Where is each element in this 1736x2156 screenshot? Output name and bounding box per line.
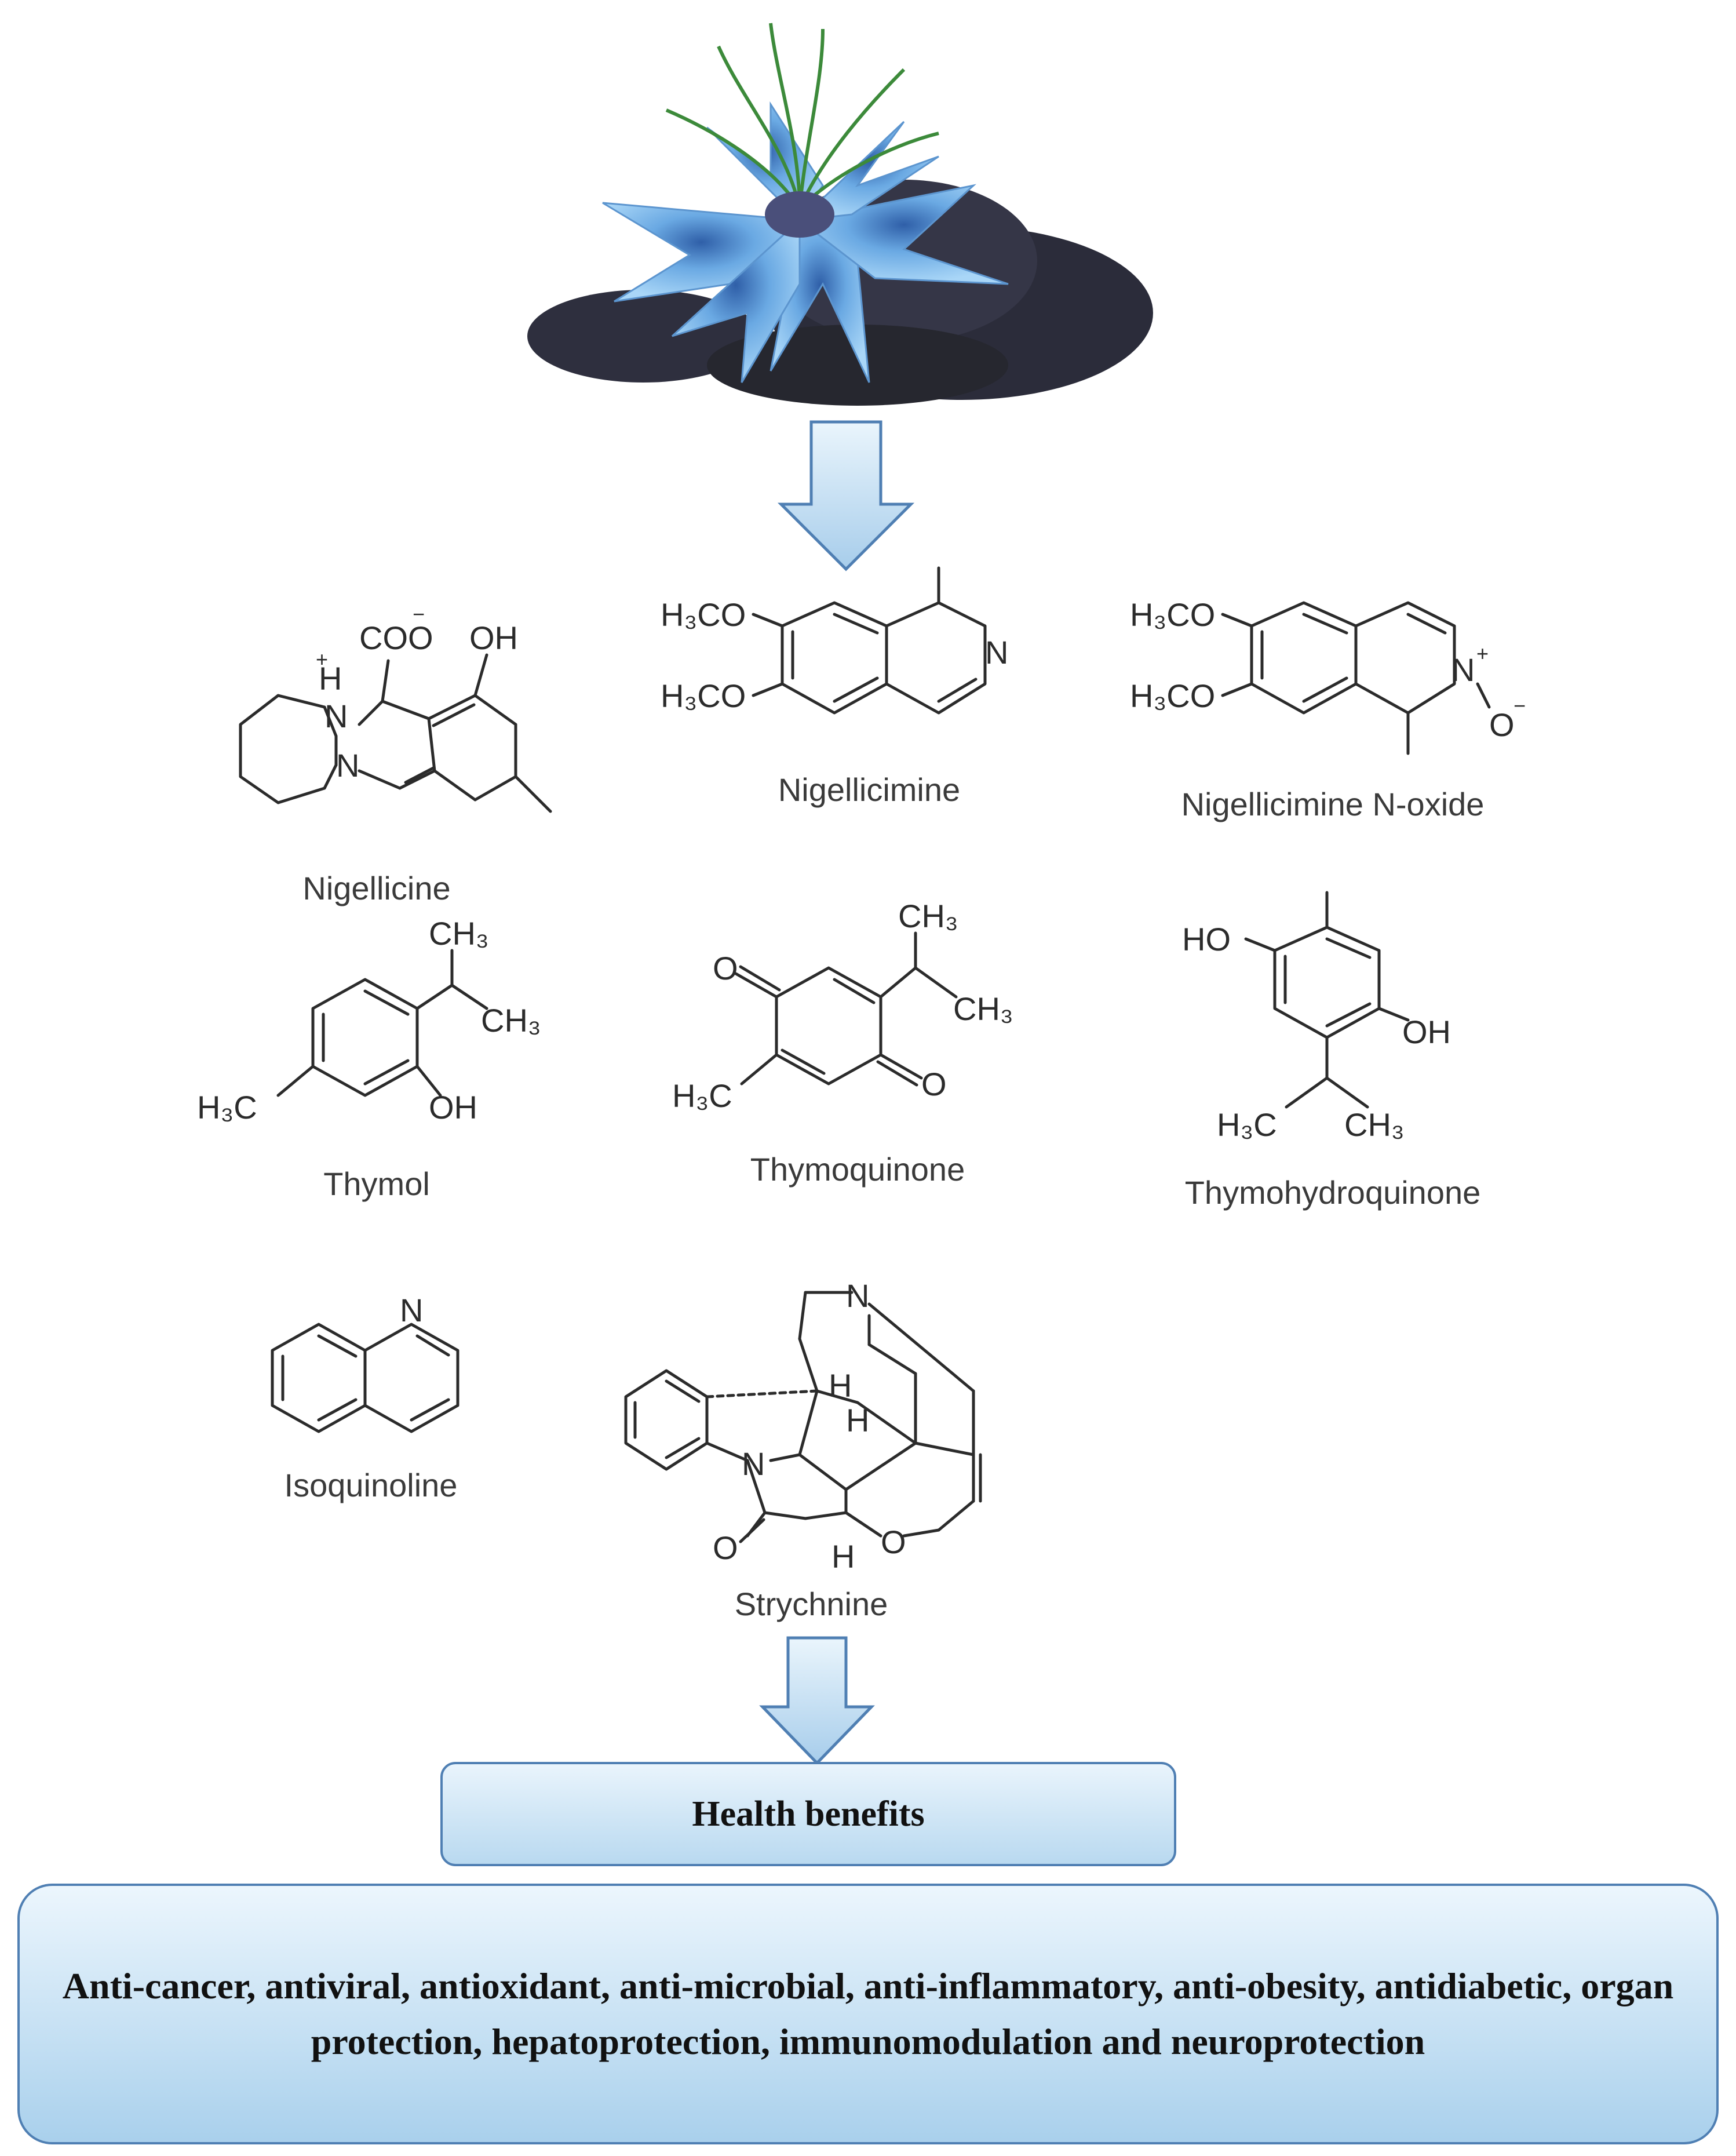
health-benefits-title: Health benefits — [692, 1794, 925, 1834]
label-o-ether: O — [881, 1524, 906, 1560]
label-h3: H — [831, 1538, 855, 1575]
stamens — [665, 23, 939, 210]
molecule-nigellicimine-n-oxide: H₃CO H₃CO N + O − — [1130, 591, 1536, 788]
label-charge-pos: + — [316, 647, 328, 671]
label-n: N — [400, 1292, 423, 1328]
label-n-mid: N — [742, 1445, 765, 1482]
label-och3-top: H₃CO — [661, 596, 746, 633]
label-ho: HO — [1182, 921, 1231, 957]
label-h: H — [319, 660, 342, 697]
benefits-text: Anti-cancer, antiviral, antioxidant, ant… — [62, 1965, 1674, 2062]
caption-nigellicimine: Nigellicimine — [778, 771, 961, 808]
down-arrow-icon — [759, 1636, 875, 1765]
label-n-plus: N — [324, 698, 348, 734]
caption-nigellicimine-n-oxide: Nigellicimine N-oxide — [1181, 786, 1485, 822]
label-oh: OH — [429, 1089, 477, 1126]
label-ch3-b: CH₃ — [481, 1002, 541, 1039]
molecule-nigellicimine: H₃CO H₃CO N — [661, 566, 1020, 777]
caption-thymoquinone: Thymoquinone — [750, 1151, 965, 1188]
label-charge-pos: + — [1476, 642, 1489, 665]
caption-thymol: Thymol — [323, 1166, 430, 1202]
molecule-strychnine: N N O O H H H — [614, 1258, 1043, 1582]
caption-nigellicine: Nigellicine — [302, 870, 451, 906]
label-ch3-a: CH₃ — [429, 915, 489, 952]
label-oh: OH — [1402, 1014, 1451, 1050]
label-coo: COO — [359, 620, 433, 656]
molecule-isoquinoline: N — [255, 1292, 498, 1466]
nigella-flower-image — [527, 23, 1153, 406]
caption-isoquinoline: Isoquinoline — [284, 1467, 458, 1503]
label-och3-bottom: H₃CO — [1130, 678, 1215, 714]
label-h3c: H₃C — [197, 1089, 257, 1126]
caption-strychnine: Strychnine — [734, 1586, 888, 1622]
label-charge-neg: − — [413, 602, 425, 626]
benefits-box: Anti-cancer, antiviral, antioxidant, ant… — [17, 1884, 1719, 2144]
label-oh: OH — [469, 620, 518, 656]
molecule-nigellicine: COO − OH + H N N — [214, 591, 562, 869]
label-och3-bottom: H₃CO — [661, 678, 746, 714]
label-h3c: H₃C — [672, 1077, 732, 1114]
caption-thymohydroquinone: Thymohydroquinone — [1184, 1174, 1481, 1211]
label-ch3: CH₃ — [1344, 1106, 1405, 1143]
label-n: N — [1451, 651, 1475, 688]
label-o-right: O — [921, 1066, 947, 1102]
label-n-top: N — [846, 1277, 869, 1314]
label-o-ketone: O — [713, 1529, 738, 1566]
label-h3c: H₃C — [1217, 1106, 1277, 1143]
label-o-left: O — [713, 950, 738, 986]
label-n: N — [336, 747, 359, 784]
label-och3-top: H₃CO — [1130, 596, 1215, 633]
down-arrow-icon — [777, 420, 915, 571]
label-h1: H — [829, 1367, 852, 1404]
molecule-thymoquinone: O O CH₃ CH₃ H₃C — [661, 898, 1043, 1148]
label-ch3-a: CH₃ — [898, 898, 958, 934]
label-o: O — [1489, 706, 1515, 743]
health-benefits-title-box: Health benefits — [440, 1762, 1176, 1866]
label-n: N — [985, 634, 1008, 671]
molecule-thymohydroquinone: HO OH H₃C CH₃ — [1159, 891, 1530, 1159]
label-ch3-b: CH₃ — [953, 990, 1013, 1027]
molecule-thymol: CH₃ CH₃ H₃C OH — [197, 915, 556, 1148]
label-charge-neg: − — [1513, 694, 1526, 718]
label-h2: H — [846, 1402, 869, 1438]
